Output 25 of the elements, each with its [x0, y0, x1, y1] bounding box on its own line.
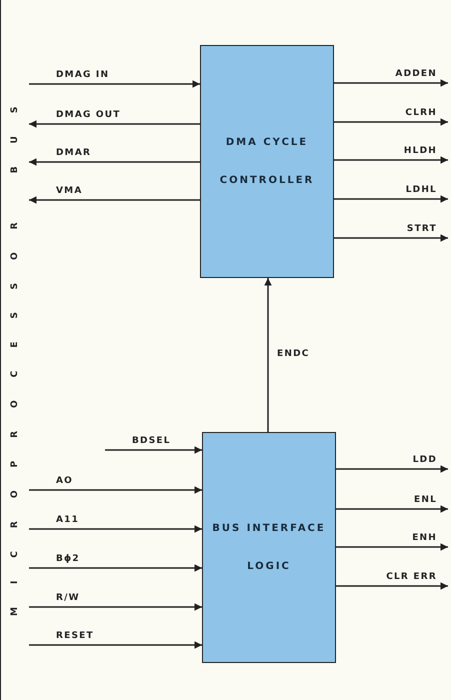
signal-arrow	[334, 195, 448, 203]
function-block: BUS INTERFACE LOGIC	[202, 432, 336, 663]
signal-arrow	[29, 603, 202, 611]
signal-arrow	[29, 158, 200, 166]
signal-arrow	[336, 543, 448, 551]
signal-arrow	[29, 80, 200, 88]
signal-arrow	[334, 118, 448, 126]
signal-arrow	[29, 641, 202, 649]
signal-arrow	[334, 156, 448, 164]
signal-arrow	[336, 582, 448, 590]
signal-label: R/W	[55, 593, 81, 604]
bus-line: MICROPROCESSOR BUS	[0, 0, 29, 700]
signal-arrow	[29, 525, 202, 533]
signal-arrow	[336, 465, 448, 473]
signal-arrow	[105, 446, 202, 454]
signal-arrow	[29, 196, 200, 204]
function-block: DMA CYCLE CONTROLLER	[200, 45, 334, 278]
signal-arrow	[334, 234, 448, 242]
signal-arrow	[334, 79, 448, 87]
signal-arrow	[264, 278, 272, 432]
signal-arrow	[29, 486, 202, 494]
signal-label: Bϕ2	[55, 554, 81, 565]
signal-arrow	[336, 505, 448, 513]
signal-arrow	[29, 120, 200, 128]
signal-arrow	[29, 564, 202, 572]
